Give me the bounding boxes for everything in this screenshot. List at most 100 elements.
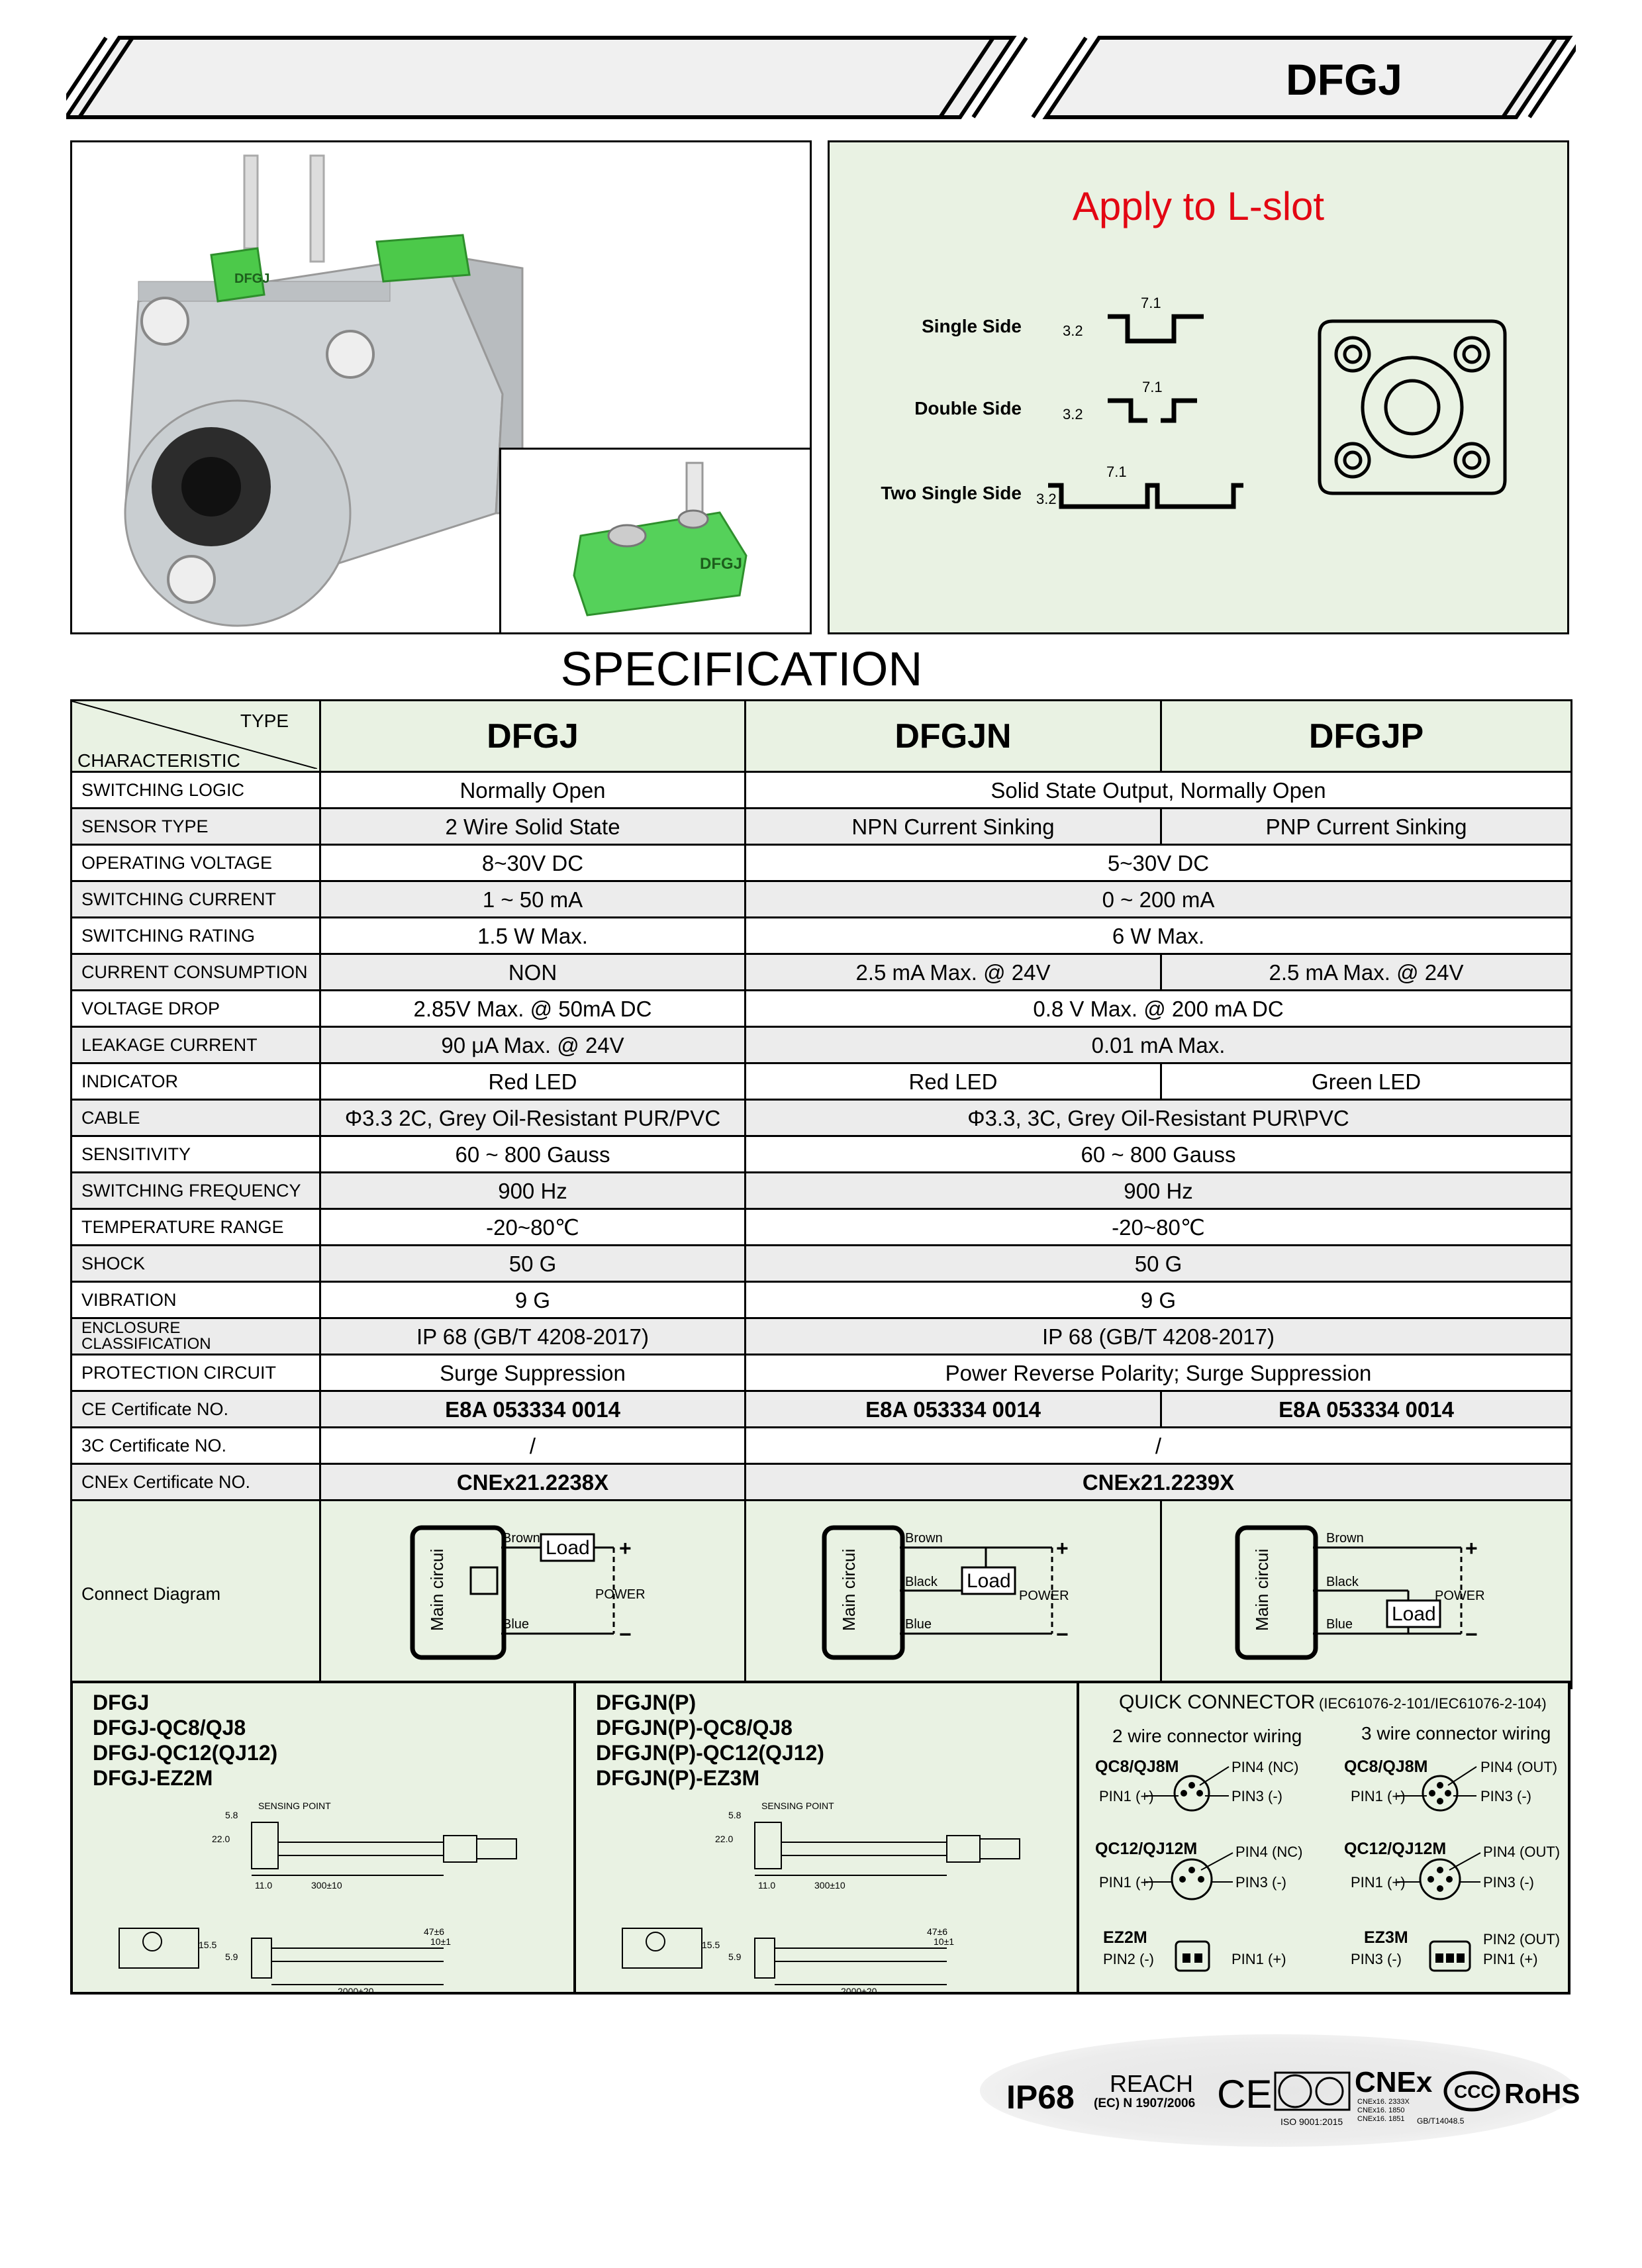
cnex-mark: CNEx	[1355, 2066, 1433, 2098]
three-wire-heading: 3 wire connector wiring	[1361, 1723, 1551, 1744]
svg-text:Load: Load	[1392, 1603, 1436, 1625]
svg-text:11.0: 11.0	[758, 1880, 775, 1891]
two-wire-heading: 2 wire connector wiring	[1112, 1726, 1302, 1746]
bottom-section: DFGJ DFGJ-QC8/QJ8 DFGJ-QC12(QJ12) DFGJ-E…	[70, 1681, 1570, 1995]
spec-row: ENCLOSURE CLASSIFICATION IP 68 (GB/T 4208…	[70, 1317, 1572, 1356]
np-value: 9 G	[744, 1281, 1572, 1319]
model-name: DFGJ-QC8/QJ8	[93, 1716, 246, 1740]
p-value: E8A 053334 0014	[1160, 1390, 1572, 1428]
svg-text:SENSING POINT: SENSING POINT	[761, 1800, 834, 1811]
row-label: SWITCHING FREQUENCY	[70, 1171, 321, 1210]
svg-text:CCC: CCC	[1454, 2081, 1494, 2102]
connect-diagram-label: Connect Diagram	[70, 1499, 321, 1689]
svg-text:22.0: 22.0	[715, 1834, 733, 1844]
slot-double-label: Double Side	[914, 398, 1022, 419]
dfgjnp-drawing-panel: DFGJN(P) DFGJN(P)-QC8/QJ8 DFGJN(P)-QC12(…	[576, 1683, 1079, 1995]
np-value: Φ3.3, 3C, Grey Oil-Resistant PUR\PVC	[744, 1099, 1572, 1137]
ccc-seal-icon: CCC	[1443, 2071, 1500, 2112]
ce-mark: CE	[1217, 2072, 1273, 2116]
sensor-inset: DFGJ	[499, 448, 812, 634]
slot-two-width: 7.1	[1106, 464, 1127, 480]
dfgj-value: 90 μA Max. @ 24V	[319, 1026, 746, 1064]
svg-text:POWER: POWER	[595, 1587, 646, 1602]
pin-label: PIN1 (+)	[1232, 1951, 1286, 1967]
model-name: DFGJ-QC12(QJ12)	[93, 1741, 278, 1765]
dfgj-value: /	[319, 1426, 746, 1465]
row-label: ENCLOSURE CLASSIFICATION	[70, 1317, 321, 1356]
np-value: 0 ~ 200 mA	[744, 880, 1572, 918]
n-value: NPN Current Sinking	[744, 807, 1162, 846]
model-name: DFGJ-EZ2M	[93, 1766, 213, 1790]
header-banner	[66, 36, 1576, 119]
svg-text:SENSING POINT: SENSING POINT	[258, 1800, 331, 1811]
row-label: SWITCHING CURRENT	[70, 880, 321, 918]
connector-pin-diagrams	[1145, 1766, 1481, 1972]
circuit-dfgj-drawing: Main circui Load Brown Blue POWER + −	[410, 1525, 646, 1660]
svg-text:Blue: Blue	[905, 1617, 932, 1632]
np-value: 0.01 mA Max.	[744, 1026, 1572, 1064]
row-label: SENSITIVITY	[70, 1135, 321, 1173]
slot-profiles: 7.1 3.2 7.1 3.2 7.1 3.2	[1036, 295, 1507, 509]
np-value: IP 68 (GB/T 4208-2017)	[744, 1317, 1572, 1356]
row-label: SHOCK	[70, 1244, 321, 1283]
spec-title: SPECIFICATION	[560, 643, 923, 696]
row-label: CABLE	[70, 1099, 321, 1137]
circuit-dfgjp: Main circui Load Brown Black Blue POWER …	[1160, 1499, 1572, 1689]
svg-text:2000±20: 2000±20	[841, 1986, 877, 1995]
pin-label: PIN4 (NC)	[1232, 1759, 1299, 1775]
pin-label: PIN3 (-)	[1232, 1788, 1282, 1804]
svg-text:15.5: 15.5	[702, 1940, 720, 1950]
dfgj-model-list: DFGJ DFGJ-QC8/QJ8 DFGJ-QC12(QJ12) DFGJ-E…	[93, 1690, 277, 1791]
dfgj-value: Surge Suppression	[319, 1354, 746, 1392]
svg-text:5.8: 5.8	[225, 1810, 238, 1820]
svg-text:Black: Black	[905, 1575, 938, 1589]
col-dfgjp: DFGJP	[1160, 699, 1572, 773]
np-value: CNEx21.2239X	[744, 1463, 1572, 1501]
np-value: 0.8 V Max. @ 200 mA DC	[744, 989, 1572, 1028]
pin-label: PIN2 (OUT)	[1483, 1931, 1561, 1948]
dfgj-drawing-panel: DFGJ DFGJ-QC8/QJ8 DFGJ-QC12(QJ12) DFGJ-E…	[73, 1683, 576, 1995]
svg-text:5.8: 5.8	[728, 1810, 742, 1820]
pin-label: PIN1 (+)	[1483, 1951, 1538, 1967]
pin-label: PIN4 (NC)	[1235, 1844, 1303, 1860]
slot-panel: Apply to L-slot Single Side Double Side …	[828, 140, 1569, 634]
pin-label: PIN2 (-)	[1103, 1951, 1154, 1967]
cnex-number: CNEx16. 1850	[1357, 2106, 1405, 2114]
pin-label: PIN3 (-)	[1235, 1874, 1286, 1891]
row-label: SENSOR TYPE	[70, 807, 321, 846]
row-label: SWITCHING RATING	[70, 916, 321, 955]
svg-text:Brown: Brown	[503, 1531, 540, 1546]
slot-two-depth: 3.2	[1036, 491, 1057, 507]
svg-text:5.9: 5.9	[728, 1951, 742, 1962]
np-value: 6 W Max.	[744, 916, 1572, 955]
svg-text:Load: Load	[967, 1570, 1011, 1592]
pin-label: PIN3 (-)	[1480, 1788, 1531, 1804]
circuit-dfgjn-drawing: Main circui Load Brown Black Blue POWER …	[822, 1525, 1069, 1660]
ez2-label: EZ2M	[1103, 1928, 1147, 1947]
dfgjnp-dimension-drawing: SENSING POINT 5.8 22.0 11.0 300±10 15.5 …	[622, 1800, 1020, 1995]
svg-text:−: −	[619, 1622, 632, 1646]
certification-band	[980, 2034, 1576, 2147]
dfgj-value: 900 Hz	[319, 1171, 746, 1210]
sensor-marking: DFGJ	[234, 271, 269, 286]
cnex-numbers: CNEx16. 2333X CNEx16. 1850 CNEx16. 1851	[1357, 2098, 1410, 2124]
slot-single-width: 7.1	[1141, 295, 1161, 311]
row-label: PROTECTION CIRCUIT	[70, 1354, 321, 1392]
slot-double-width: 7.1	[1142, 379, 1163, 395]
svg-text:+: +	[619, 1536, 632, 1560]
qc-title: QUICK CONNECTOR	[1119, 1691, 1316, 1713]
model-name: DFGJ	[93, 1691, 150, 1714]
connect-diagram-row: Connect Diagram Main circui Load Brown B…	[70, 1499, 1572, 1689]
np-value: /	[744, 1426, 1572, 1465]
